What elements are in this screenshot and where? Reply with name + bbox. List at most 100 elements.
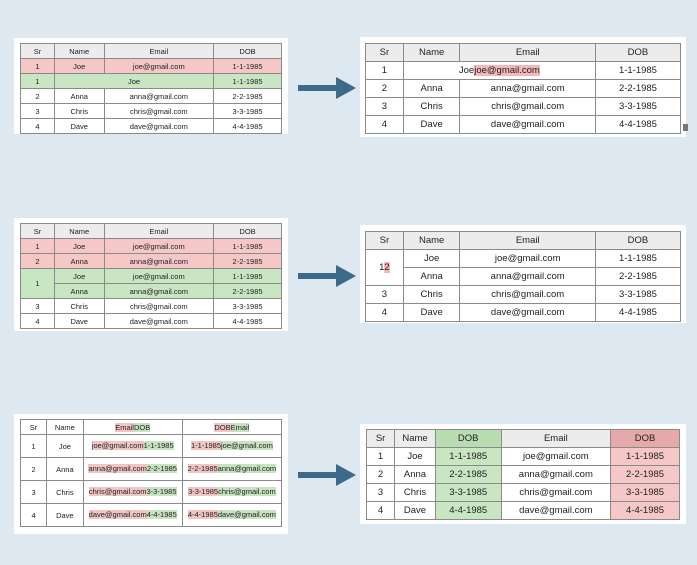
merged-plain-text: Joe bbox=[458, 65, 475, 76]
cell-email: dave@gmail.com bbox=[459, 303, 596, 322]
cell-sr: 2 bbox=[19, 457, 48, 481]
cell-email: joe@gmail.com bbox=[103, 268, 215, 284]
header-name: Name bbox=[402, 231, 461, 250]
example1-before-panel: Sr Name Email DOB 1 Joe joe@gmail.com 1-… bbox=[14, 38, 288, 134]
cell-sr: 4 bbox=[365, 303, 404, 322]
cell-dob: 4-4-1985 bbox=[213, 313, 282, 329]
header-email: Email bbox=[459, 231, 596, 250]
cell-name: Chris bbox=[402, 285, 461, 304]
table-row: 12 Joe joe@gmail.com 1-1-1985 bbox=[365, 249, 682, 286]
example1-after-table: Sr Name Email DOB 1 Joejoe@gmail.com 1-1… bbox=[365, 43, 682, 134]
cell-merged-name-email: Joe bbox=[53, 73, 215, 89]
cell-name: Dave bbox=[53, 313, 105, 329]
cell-part-b: dave@gmail.com bbox=[217, 509, 276, 519]
cell-dob: 2-2-1985 bbox=[594, 267, 682, 286]
table-row: 3 Chris chris@gmail.com3-3-1985 3-3-1985… bbox=[19, 480, 283, 504]
cell-part-a: anna@gmail.com bbox=[88, 463, 147, 473]
cell-name: Anna bbox=[46, 457, 84, 481]
cell-sr: 1 bbox=[365, 447, 396, 466]
cell-email: anna@gmail.com bbox=[103, 253, 215, 269]
cell-name: Joe bbox=[53, 58, 105, 74]
cell-dob-old: 1-1-1985 bbox=[610, 447, 680, 466]
header-name: Name bbox=[394, 429, 436, 448]
cell-email: chris@gmail.com bbox=[103, 298, 215, 314]
example3-before-table: Sr Name EmailDOB DOBEmail 1 Joe joe@gmai… bbox=[19, 419, 283, 527]
sr-plain-text: 1 bbox=[379, 262, 385, 273]
table-row: 1 Joe joe@gmail.com1-1-1985 1-1-1985joe@… bbox=[19, 434, 283, 458]
table-row: 4 Dave dave@gmail.com4-4-1985 4-4-1985da… bbox=[19, 503, 283, 527]
header-email: Email bbox=[103, 43, 215, 59]
table-row: 4 Dave dave@gmail.com 4-4-1985 bbox=[365, 115, 682, 134]
cell-email: joe@gmail.com bbox=[459, 249, 596, 268]
cell-dob: 3-3-1985 bbox=[594, 285, 682, 304]
cell-name: Dave bbox=[53, 118, 105, 134]
header-part-a: DOB bbox=[214, 422, 231, 432]
cell-name: Anna bbox=[402, 267, 461, 286]
cell-email-dob: dave@gmail.com4-4-1985 bbox=[82, 503, 183, 527]
cell-dob: 1-1-1985 bbox=[213, 268, 282, 284]
cell-sr: 3 bbox=[365, 285, 404, 304]
header-name: Name bbox=[53, 223, 105, 239]
cell-email: joe@gmail.com bbox=[103, 58, 215, 74]
cell-name: Dave bbox=[46, 503, 84, 527]
cell-dob-old: 3-3-1985 bbox=[610, 483, 680, 502]
cell-dob: 2-2-1985 bbox=[213, 283, 282, 299]
cell-sr: 3 bbox=[19, 480, 48, 504]
cell-part-b: 3-3-1985 bbox=[146, 486, 177, 496]
cell-dob-email: 1-1-1985joe@gmail.com bbox=[181, 434, 283, 458]
cell-email: chris@gmail.com bbox=[500, 483, 612, 502]
cell-dob-new: 2-2-1985 bbox=[434, 465, 502, 484]
cell-part-a: 4-4-1985 bbox=[187, 509, 218, 519]
cell-part-a: 3-3-1985 bbox=[188, 486, 219, 496]
header-sr: Sr bbox=[365, 43, 404, 62]
cell-dob-email: 4-4-1985dave@gmail.com bbox=[181, 503, 283, 527]
table-row: 2 Anna anna@gmail.com 2-2-1985 bbox=[365, 79, 682, 98]
example2-after-table: Sr Name Email DOB 12 Joe joe@gmail.com 1… bbox=[365, 231, 682, 322]
table-row: 4 Dave 4-4-1985 dave@gmail.com 4-4-1985 bbox=[365, 501, 680, 520]
cell-sr: 1 bbox=[20, 58, 55, 74]
example3-after-panel: Sr Name DOB Email DOB 1 Joe 1-1-1985 joe… bbox=[360, 424, 686, 524]
cell-sr: 4 bbox=[365, 115, 404, 134]
table-row: Anna anna@gmail.com 2-2-1985 bbox=[366, 267, 682, 286]
cell-dob-new: 4-4-1985 bbox=[434, 501, 502, 520]
right-arrow-icon bbox=[298, 464, 356, 486]
cell-name: Anna bbox=[402, 79, 461, 98]
cell-name: Anna bbox=[53, 283, 105, 299]
table-row: 2 Anna anna@gmail.com 2-2-1985 bbox=[20, 253, 282, 269]
cell-name: Anna bbox=[53, 253, 105, 269]
cell-sr: 4 bbox=[20, 118, 55, 134]
cell-sr: 2 bbox=[365, 465, 396, 484]
table-row: 3 Chris chris@gmail.com 3-3-1985 bbox=[20, 103, 282, 119]
cell-dob: 1-1-1985 bbox=[594, 249, 682, 268]
header-sr: Sr bbox=[20, 223, 55, 239]
header-dob-old: DOB bbox=[610, 429, 680, 448]
table-row: 1 Joe 1-1-1985 joe@gmail.com 1-1-1985 bbox=[365, 447, 680, 466]
cell-sr: 4 bbox=[19, 503, 48, 527]
sr-highlight-text: 2 bbox=[384, 262, 390, 273]
cell-email: dave@gmail.com bbox=[103, 118, 215, 134]
cell-dob-email: 2-2-1985anna@gmail.com bbox=[181, 457, 283, 481]
cell-part-b: 4-4-1985 bbox=[146, 509, 177, 519]
cell-dob: 3-3-1985 bbox=[213, 103, 282, 119]
cell-sr: 3 bbox=[20, 298, 55, 314]
header-part-b: DOB bbox=[133, 422, 151, 432]
cell-name: Dave bbox=[402, 115, 461, 134]
cell-email-dob: chris@gmail.com3-3-1985 bbox=[82, 480, 183, 504]
header-part-b: Email bbox=[230, 422, 250, 432]
cell-part-b: 2-2-1985 bbox=[146, 463, 177, 473]
cell-sr-merged: 12 bbox=[365, 249, 404, 286]
cell-email: anna@gmail.com bbox=[500, 465, 612, 484]
header-email: Email bbox=[500, 429, 612, 448]
header-dob-email: DOBEmail bbox=[181, 419, 283, 435]
cell-name: Dave bbox=[402, 303, 461, 322]
table-row: 4 Dave dave@gmail.com 4-4-1985 bbox=[365, 303, 682, 322]
cell-email: anna@gmail.com bbox=[459, 79, 596, 98]
cell-name: Chris bbox=[53, 103, 105, 119]
cell-sr: 1 bbox=[19, 434, 48, 458]
header-email: Email bbox=[103, 223, 215, 239]
cell-dob-new: 1-1-1985 bbox=[434, 447, 502, 466]
cell-sr: 2 bbox=[20, 88, 55, 104]
cell-sr: 2 bbox=[365, 79, 404, 98]
cell-sr: 3 bbox=[365, 483, 396, 502]
cell-dob: 4-4-1985 bbox=[213, 118, 282, 134]
